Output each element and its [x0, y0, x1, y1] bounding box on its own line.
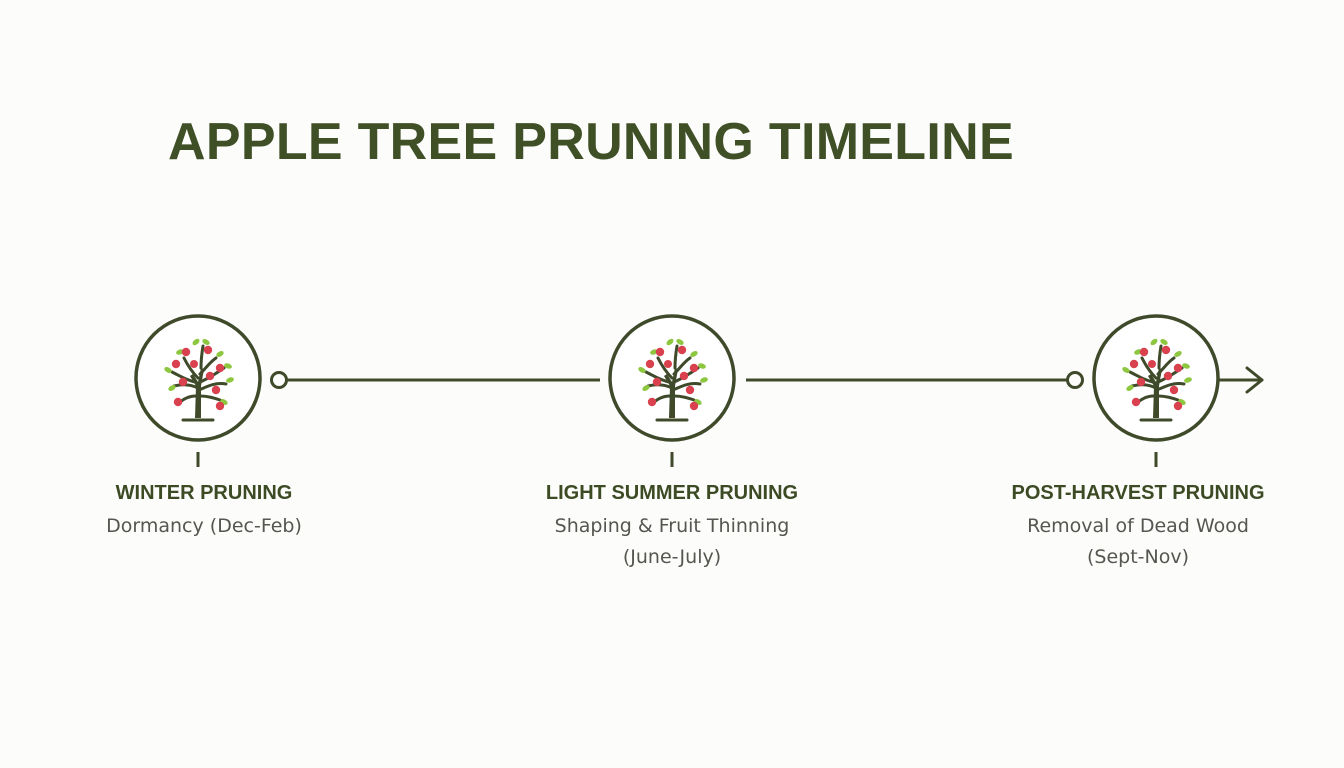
stage-description: Removal of Dead Wood (Sept-Nov) [1027, 515, 1249, 568]
arrow-right-icon [1218, 366, 1264, 394]
stage-description: Shaping & Fruit Thinning (June-July) [554, 515, 790, 568]
stage-node-post-harvest [1092, 314, 1220, 442]
stage-description: Dormancy (Dec-Feb) [106, 515, 302, 537]
stage-name: LIGHT SUMMER PRUNING [545, 482, 799, 504]
stage-name: POST-HARVEST PRUNING [1011, 482, 1265, 504]
stage-label-summer: LIGHT SUMMER PRUNING Shaping & Fruit Thi… [492, 480, 852, 573]
stage-name: WINTER PRUNING [115, 482, 293, 504]
stage-node-winter [134, 314, 262, 442]
connector-node [1066, 371, 1084, 389]
stage-node-summer [608, 314, 736, 442]
stage-label-winter: WINTER PRUNING Dormancy (Dec-Feb) [24, 480, 384, 542]
connector-node [270, 371, 288, 389]
stage-label-post-harvest: POST-HARVEST PRUNING Removal of Dead Woo… [958, 480, 1318, 573]
page-title: APPLE TREE PRUNING TIMELINE [168, 113, 1014, 171]
